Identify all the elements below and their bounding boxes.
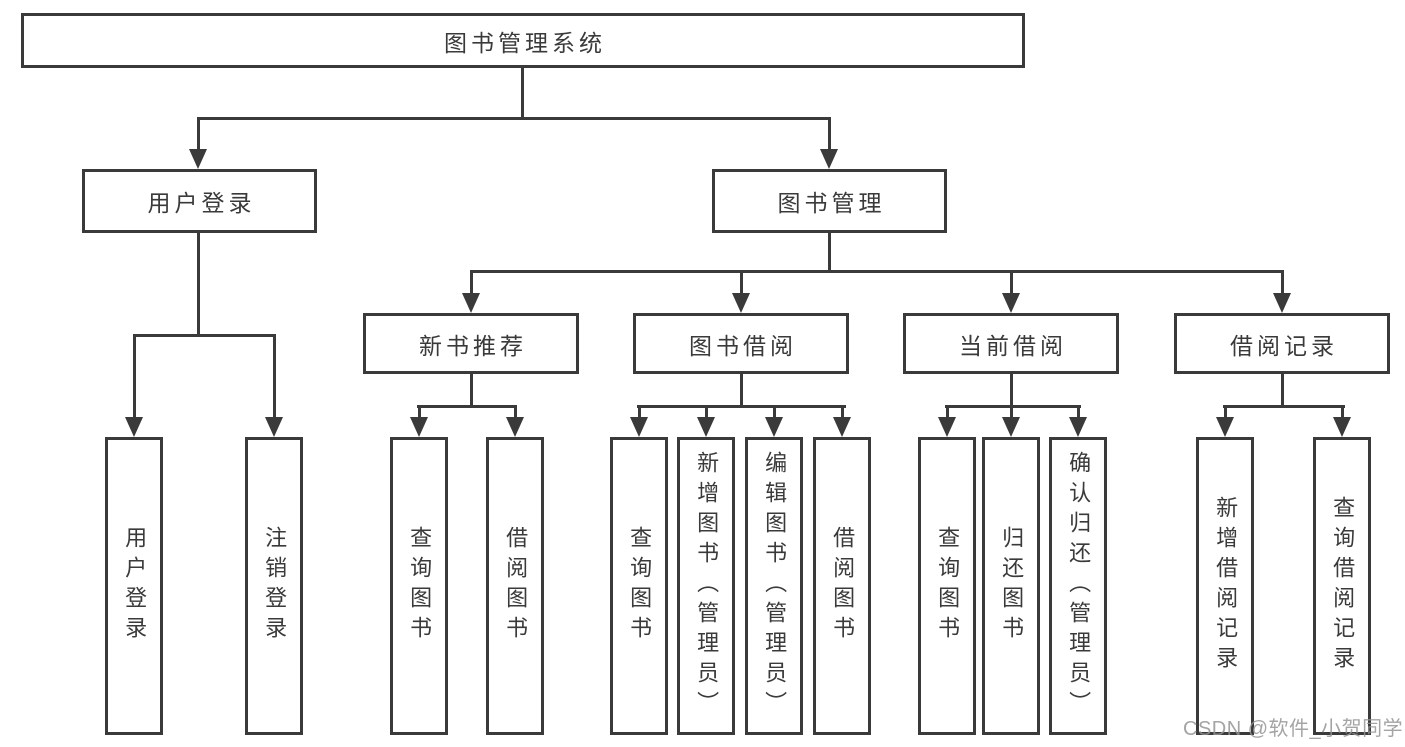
- arrow-down-icon: [265, 417, 283, 437]
- connector-line: [1223, 405, 1345, 408]
- connector-line: [133, 334, 276, 337]
- leaf-borrow-book: 借阅图书: [813, 437, 871, 735]
- node-new-book-recommend: 新书推荐: [363, 313, 579, 374]
- node-borrow-records-label: 借阅记录: [1230, 332, 1338, 359]
- arrow-down-icon: [732, 293, 750, 313]
- arrow-down-icon: [462, 293, 480, 313]
- node-user-login-label: 用户登录: [147, 190, 256, 216]
- leaf-logout: 注销登录: [245, 437, 303, 735]
- connector-line: [273, 334, 276, 419]
- connector-line: [514, 405, 517, 421]
- leaf-borrow-query-label: 查询图书: [627, 526, 653, 646]
- leaf-borrow-add-admin: 新增图书（管理员）: [677, 437, 735, 735]
- leaf-records-add: 新增借阅记录: [1196, 437, 1254, 735]
- arrow-down-icon: [630, 417, 648, 437]
- leaf-user-login-label: 用户登录: [122, 526, 148, 646]
- arrow-down-icon: [820, 149, 838, 169]
- leaf-current-confirm-admin: 确认归还（管理员）: [1049, 437, 1107, 735]
- node-current-borrow-label: 当前借阅: [959, 332, 1067, 359]
- connector-line: [470, 270, 473, 296]
- node-book-management: 图书管理: [712, 169, 947, 233]
- connector-line: [841, 405, 844, 421]
- node-book-borrow-label: 图书借阅: [689, 332, 797, 359]
- arrow-down-icon: [1273, 293, 1291, 313]
- connector-line: [470, 270, 1284, 273]
- leaf-current-confirm-admin-label: 确认归还（管理员）: [1066, 451, 1092, 721]
- connector-line: [197, 233, 200, 337]
- node-book-management-label: 图书管理: [777, 190, 886, 216]
- connector-line: [828, 117, 831, 152]
- connector-line: [418, 405, 421, 421]
- arrow-down-icon: [765, 417, 783, 437]
- leaf-newbooks-borrow: 借阅图书: [486, 437, 544, 735]
- connector-line: [740, 374, 743, 408]
- leaf-records-query: 查询借阅记录: [1313, 437, 1371, 735]
- connector-line: [1010, 270, 1013, 296]
- connector-line: [197, 117, 831, 120]
- leaf-records-add-label: 新增借阅记录: [1213, 496, 1239, 676]
- connector-line: [1341, 405, 1344, 421]
- connector-line: [1010, 405, 1013, 421]
- connector-line: [637, 405, 846, 408]
- node-root: 图书管理系统: [21, 13, 1025, 68]
- connector-line: [740, 270, 743, 296]
- leaf-user-login: 用户登录: [105, 437, 163, 735]
- arrow-down-icon: [938, 417, 956, 437]
- node-current-borrow: 当前借阅: [903, 313, 1119, 374]
- node-root-label: 图书管理系统: [444, 29, 606, 56]
- leaf-borrow-edit-admin: 编辑图书（管理员）: [745, 437, 803, 735]
- leaf-newbooks-query-label: 查询图书: [407, 526, 433, 646]
- leaf-current-query: 查询图书: [918, 437, 976, 735]
- connector-line: [828, 233, 831, 273]
- leaf-newbooks-borrow-label: 借阅图书: [503, 526, 529, 646]
- connector-line: [946, 405, 949, 421]
- connector-line: [1281, 270, 1284, 296]
- connector-line: [470, 374, 473, 408]
- arrow-down-icon: [506, 417, 524, 437]
- node-borrow-records: 借阅记录: [1174, 313, 1390, 374]
- arrow-down-icon: [125, 417, 143, 437]
- leaf-records-query-label: 查询借阅记录: [1330, 496, 1356, 676]
- arrow-down-icon: [833, 417, 851, 437]
- connector-line: [773, 405, 776, 421]
- arrow-down-icon: [697, 417, 715, 437]
- leaf-current-query-label: 查询图书: [935, 526, 961, 646]
- arrow-down-icon: [1216, 417, 1234, 437]
- connector-line: [1010, 374, 1013, 408]
- connector-line: [1077, 405, 1080, 421]
- connector-line: [197, 117, 200, 152]
- leaf-logout-label: 注销登录: [262, 526, 288, 646]
- arrow-down-icon: [1069, 417, 1087, 437]
- leaf-current-return: 归还图书: [982, 437, 1040, 735]
- csdn-watermark: CSDN @软件_小贺同学: [1183, 718, 1404, 740]
- arrow-down-icon: [1002, 417, 1020, 437]
- leaf-borrow-query: 查询图书: [610, 437, 668, 735]
- node-book-borrow: 图书借阅: [633, 313, 849, 374]
- leaf-borrow-edit-admin-label: 编辑图书（管理员）: [762, 451, 788, 721]
- leaf-borrow-add-admin-label: 新增图书（管理员）: [694, 451, 720, 721]
- arrow-down-icon: [189, 149, 207, 169]
- node-new-book-recommend-label: 新书推荐: [419, 332, 527, 359]
- node-user-login: 用户登录: [82, 169, 317, 233]
- arrow-down-icon: [410, 417, 428, 437]
- arrow-down-icon: [1333, 417, 1351, 437]
- connector-line: [1224, 405, 1227, 421]
- leaf-current-return-label: 归还图书: [999, 526, 1025, 646]
- connector-line: [133, 334, 136, 419]
- connector-line: [705, 405, 708, 421]
- connector-line: [521, 68, 524, 120]
- arrow-down-icon: [1002, 293, 1020, 313]
- leaf-newbooks-query: 查询图书: [390, 437, 448, 735]
- connector-line: [1281, 374, 1284, 408]
- leaf-borrow-book-label: 借阅图书: [830, 526, 856, 646]
- connector-line: [638, 405, 641, 421]
- connector-line: [945, 405, 1081, 408]
- connector-line: [417, 405, 517, 408]
